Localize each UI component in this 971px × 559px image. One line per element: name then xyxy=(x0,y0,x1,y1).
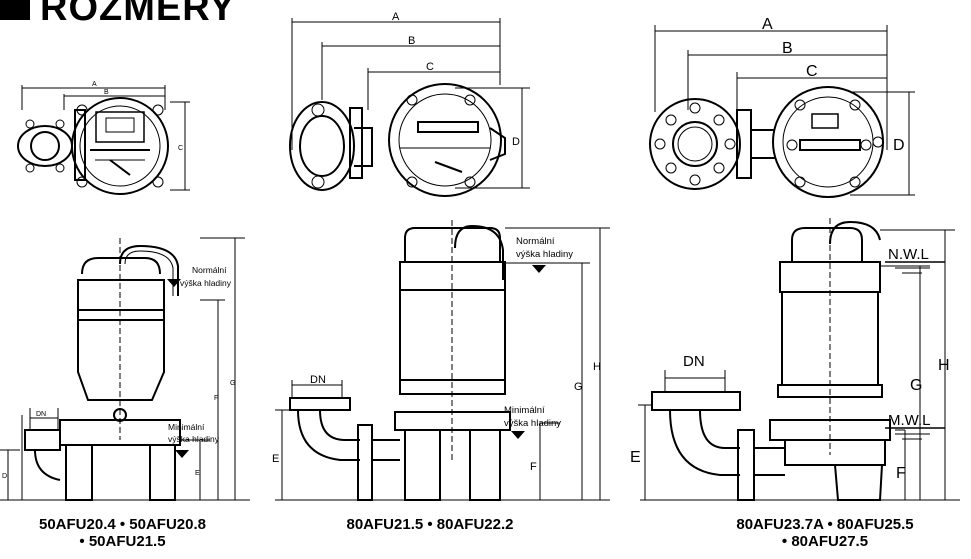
dim-label-d-right: D xyxy=(893,137,905,154)
minimal-level-label-left-1: Minimální xyxy=(168,422,205,432)
dim-label-e-right: E xyxy=(630,449,641,466)
model-caption-left-line1: 50AFU20.4 • 50AFU20.8 xyxy=(39,516,206,533)
dim-label-c-middle: C xyxy=(426,61,434,73)
minimal-level-label-middle-2: výška hladiny xyxy=(504,418,561,429)
mwl-label: M.W.L xyxy=(888,412,931,429)
dim-label-g-right: G xyxy=(910,377,922,394)
normal-level-label-middle-2: výška hladiny xyxy=(516,249,573,260)
dim-label-f-left: F xyxy=(214,395,218,402)
dim-label-h-right: H xyxy=(938,357,950,374)
normal-level-label-left-1: Normální xyxy=(192,265,227,275)
dim-label-f-right: F xyxy=(896,465,906,482)
dim-label-b-right: B xyxy=(782,40,793,57)
top-view-middle xyxy=(289,18,530,197)
dim-label-g-left: G xyxy=(230,380,235,387)
normal-level-label-left-2: výška hladiny xyxy=(180,278,232,288)
top-view-left xyxy=(17,85,190,195)
model-caption-right-line2: • 80AFU27.5 xyxy=(781,533,869,550)
nwl-label: N.W.L xyxy=(888,246,929,263)
dim-label-b-middle: B xyxy=(408,35,415,47)
model-caption-middle-line1: 80AFU21.5 • 80AFU22.2 xyxy=(346,516,514,533)
minimal-level-label-middle-1: Minimální xyxy=(504,405,545,416)
model-caption-left: 50AFU20.4 • 50AFU20.8 • 50AFU21.5 xyxy=(0,516,245,550)
normal-level-label-middle-1: Normální xyxy=(516,236,555,247)
dim-label-h-middle: H xyxy=(593,361,601,373)
dim-label-dn-left: DN xyxy=(36,411,46,418)
dim-label-e-middle: E xyxy=(272,453,279,465)
top-view-right xyxy=(649,25,915,198)
side-view-middle xyxy=(275,220,610,501)
dim-label-a-left: A xyxy=(92,81,97,88)
dim-label-c-left: C xyxy=(178,145,183,152)
dim-label-dn-middle: DN xyxy=(310,374,326,386)
side-view-right xyxy=(638,218,960,501)
dim-label-a-middle: A xyxy=(392,11,400,23)
minimal-level-label-left-2: výška hladiny xyxy=(168,434,220,444)
dim-label-e-left: E xyxy=(195,470,200,477)
model-caption-right: 80AFU23.7A • 80AFU25.5 • 80AFU27.5 xyxy=(690,516,960,550)
section-title: ROZMERY xyxy=(0,0,236,29)
dim-label-d-left: D xyxy=(2,473,7,480)
model-caption-middle: 80AFU21.5 • 80AFU22.2 xyxy=(300,516,560,533)
dim-label-b-left: B xyxy=(104,89,109,96)
dim-label-f-middle: F xyxy=(530,461,537,473)
dim-label-dn-right: DN xyxy=(683,353,705,370)
dimension-text: A B C A B C D A B C D DN D E F G DN E F … xyxy=(2,11,950,482)
title-square-icon xyxy=(0,0,30,20)
model-caption-left-line2: • 50AFU21.5 xyxy=(79,533,166,550)
dim-label-d-middle: D xyxy=(512,136,520,148)
dim-label-c-right: C xyxy=(806,63,818,80)
dim-label-a-right: A xyxy=(762,16,773,33)
dim-label-g-middle: G xyxy=(574,381,583,393)
model-caption-right-line1: 80AFU23.7A • 80AFU25.5 xyxy=(736,516,914,533)
side-view-left xyxy=(0,237,250,501)
title-text: ROZMERY xyxy=(40,0,236,29)
